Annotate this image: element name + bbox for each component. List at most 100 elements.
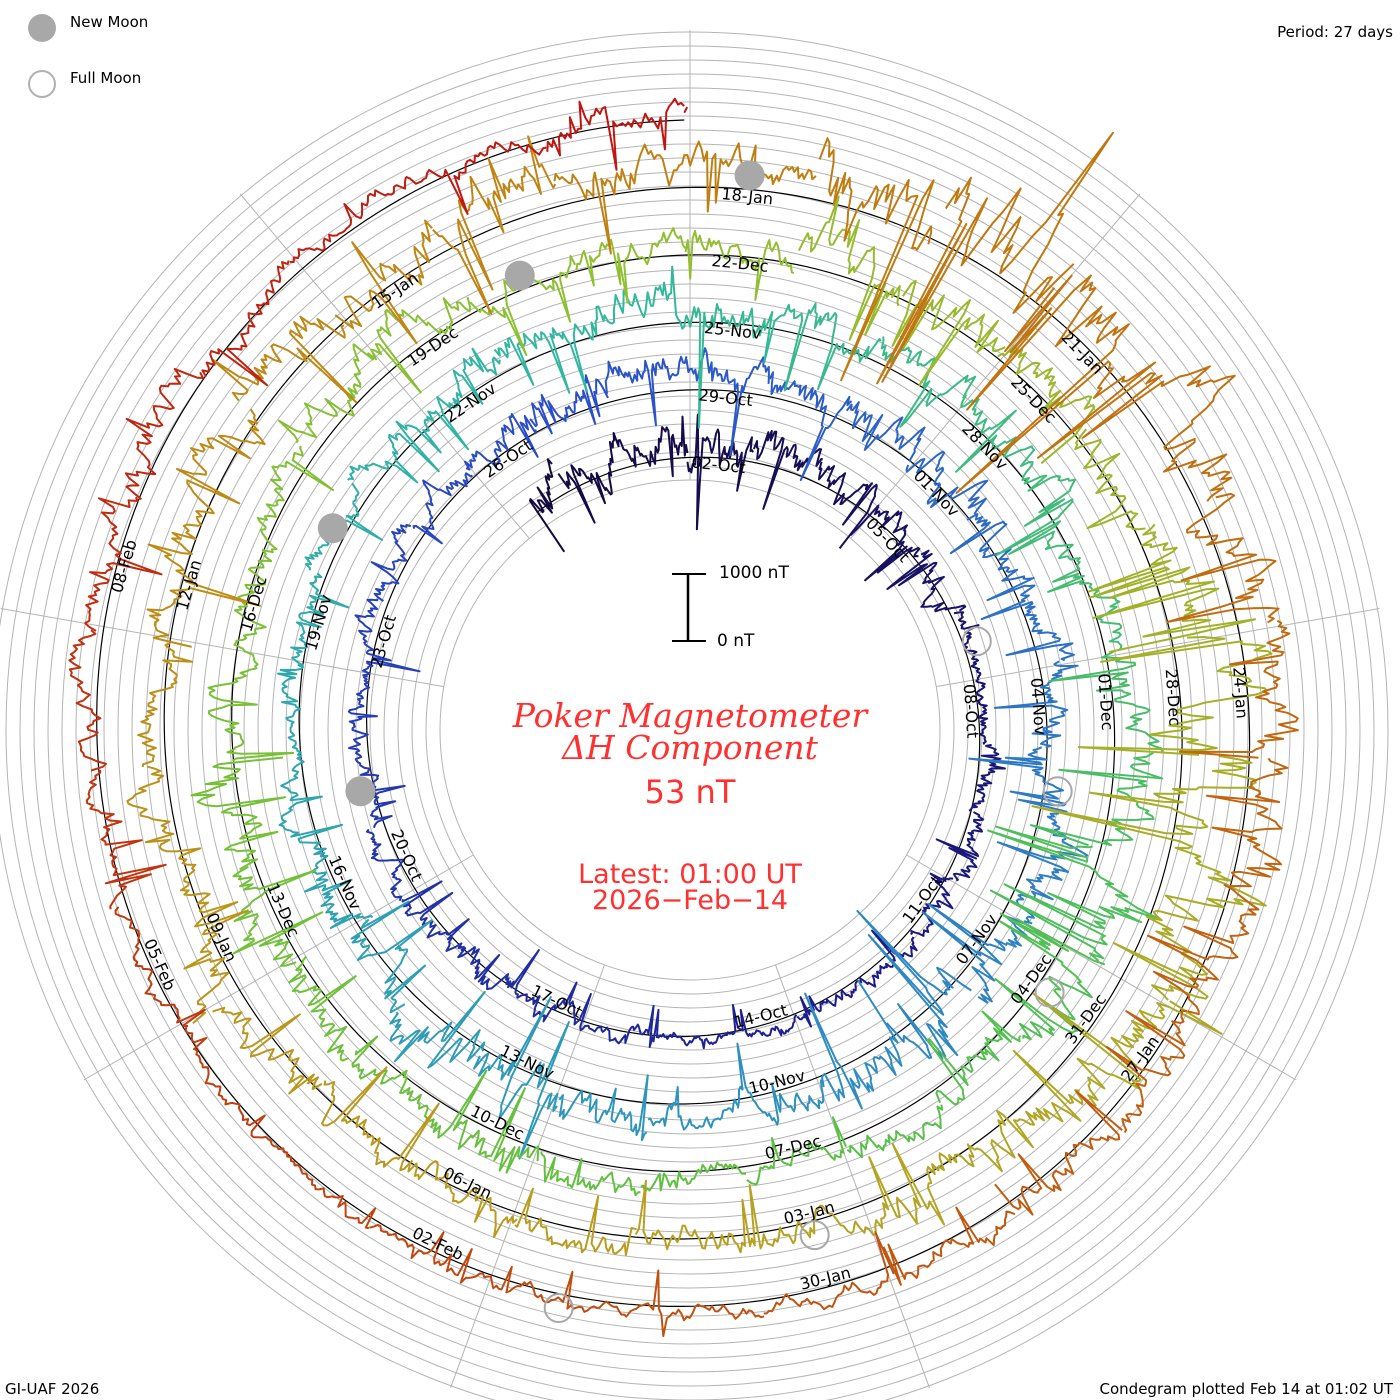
trace-segment [763, 1231, 895, 1315]
trace-segment [432, 1069, 540, 1174]
trace-segment [1048, 650, 1163, 754]
trace-segment [846, 1104, 944, 1159]
trace-segment [683, 106, 689, 114]
trace-segment [685, 347, 770, 457]
new-moon-marker [345, 776, 376, 807]
trace-segment [529, 374, 609, 435]
trace-segment [432, 135, 557, 315]
trace-segment [179, 884, 249, 1024]
full-moon-marker [799, 1220, 830, 1251]
trace-segment [493, 323, 595, 394]
scale-top-label: 1000 nT [719, 563, 789, 583]
date-label: 24-Jan [1229, 666, 1251, 719]
trace-segment [783, 302, 882, 392]
trace-segment [994, 912, 1106, 1041]
trace-segment [876, 131, 1114, 385]
trace-segment [412, 472, 473, 545]
scale-bottom-label: 0 nT [717, 631, 755, 651]
date-label: 28-Nov [958, 419, 1011, 474]
trace-segment [424, 347, 501, 451]
latest-date-line: 2026−Feb−14 [591, 885, 789, 916]
date-label: 05-Feb [140, 936, 179, 993]
title-line-2: ΔH Component [562, 728, 818, 767]
grid-spoke [906, 854, 1297, 1081]
trace-segment [491, 1265, 628, 1318]
trace-segment [321, 1066, 440, 1172]
trace-segment [849, 504, 921, 582]
trace-segment [647, 1086, 739, 1131]
date-label: 19-Dec [404, 323, 462, 371]
grid-spoke [775, 964, 930, 1388]
current-value: 53 nT [644, 773, 736, 811]
latest-time: Latest: 01:00 UT 2026−Feb−14 [390, 861, 990, 916]
chart-title: Poker Magnetometer ΔH Component [390, 699, 990, 767]
trace-segment [137, 642, 194, 768]
trace-segment [546, 97, 685, 171]
date-label: 17-Oct [528, 981, 585, 1022]
trace-segment [993, 660, 1079, 749]
trace-segment [207, 657, 295, 762]
trace-segment [401, 880, 470, 952]
date-label: 12-Jan [173, 558, 206, 613]
date-label: 10-Nov [747, 1066, 807, 1098]
date-label: 08-Oct [960, 683, 983, 738]
new-moon-marker [734, 160, 765, 191]
trace-segment [955, 274, 1157, 494]
trace-segment [464, 413, 539, 471]
trace-segment [265, 1136, 377, 1230]
trace-segment [146, 523, 262, 648]
grid-spoke [850, 193, 1141, 539]
trace-segment [935, 811, 985, 882]
trace-segment [868, 1142, 975, 1229]
trace-segment [804, 979, 903, 1110]
trace-segment [798, 195, 901, 341]
full-moon-marker [543, 1293, 574, 1324]
trace-segment [473, 996, 570, 1160]
trace-segment [856, 910, 972, 1061]
date-label: 09-Jan [202, 910, 240, 965]
grid-spoke [450, 964, 605, 1388]
trace-segment [514, 1187, 637, 1256]
full-moon-marker [1034, 977, 1065, 1008]
trace-segment [955, 394, 1036, 478]
trace-segment [1178, 619, 1299, 759]
trace-segment [746, 1116, 847, 1186]
trace-segment [114, 906, 206, 1028]
trace-segment [590, 265, 688, 339]
date-label: 02-Feb [409, 1223, 466, 1264]
trace-segment [886, 549, 967, 613]
date-label: 29-Oct [698, 385, 754, 410]
trace-segment [748, 1184, 877, 1250]
trace-segment [457, 946, 540, 999]
trace-segment [278, 343, 375, 444]
new-moon-legend-icon [28, 14, 56, 42]
trace-segment [1030, 751, 1164, 847]
date-label: 22-Dec [711, 251, 770, 276]
trace-segment [987, 825, 1161, 962]
trace-segment [656, 1031, 730, 1050]
new-moon-legend-label: New Moon [70, 13, 149, 31]
trace-segment [686, 413, 754, 531]
new-moon-marker [317, 513, 348, 544]
trace-segment [68, 629, 107, 772]
trace-segment [684, 230, 795, 301]
period-text: Period: 27 days [1277, 23, 1393, 41]
trace-segment [575, 227, 687, 304]
date-label: 03-Jan [782, 1197, 837, 1228]
trace-segment [1112, 885, 1267, 1001]
footer-plotted-time: Condegram plotted Feb 14 at 01:02 UT [1099, 1380, 1393, 1398]
footer-credit: GI-UAF 2026 [5, 1380, 100, 1398]
trace-segment [768, 371, 853, 482]
trace-segment [736, 1042, 825, 1126]
trace-segment [85, 769, 167, 910]
date-label: 26-Oct [480, 436, 536, 482]
trace-segment [370, 524, 412, 602]
trace-segment [995, 474, 1079, 561]
date-label: 01-Dec [1094, 673, 1117, 731]
grid-spoke [83, 854, 474, 1081]
trace-segment [1081, 365, 1236, 502]
trace-segment [405, 141, 547, 215]
trace-segment [727, 1004, 798, 1038]
trace-segment [369, 1224, 494, 1288]
